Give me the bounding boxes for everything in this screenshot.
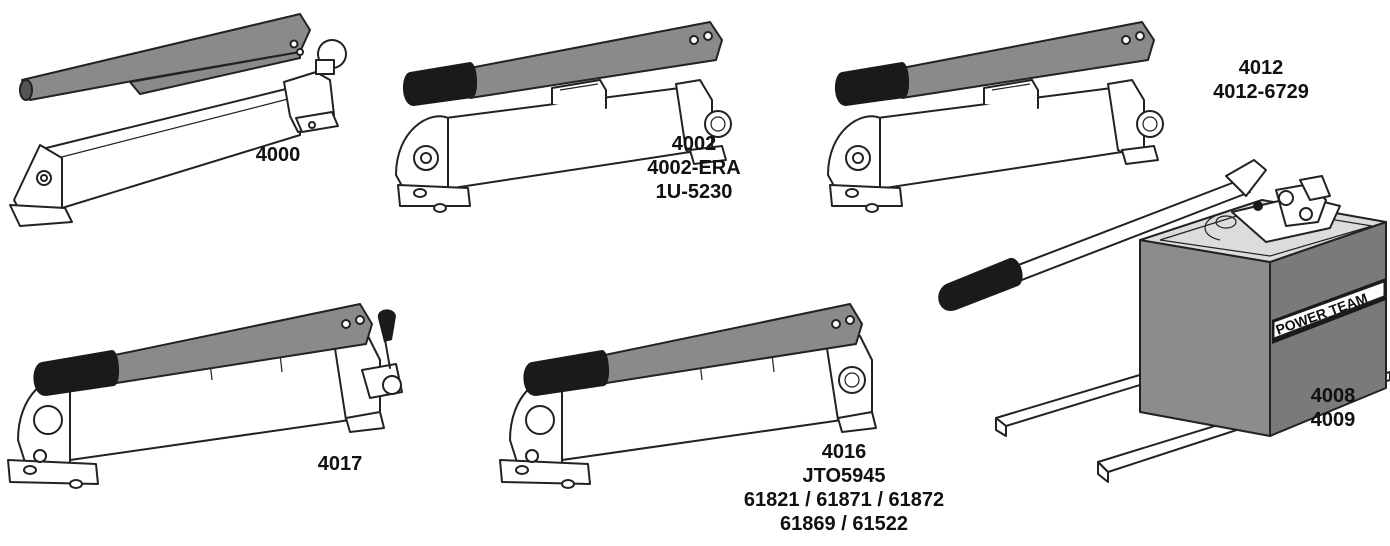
label-line: 4016 [821,441,867,463]
label-line: 61821 / 61871 / 61872 [743,489,945,511]
label-4008: 4008 4009 [1298,384,1368,432]
label-line: 4008 [1310,385,1356,407]
pump-4000-drawing [9,13,347,227]
label-4000: 4000 [238,143,318,167]
label-4016: 4016 JTO5945 61821 / 61871 / 61872 61869… [734,440,954,536]
label-line: 4002 [671,133,717,155]
label-line: 4012 [1238,57,1284,79]
pump-4008-drawing: POWER TEAM [938,159,1390,483]
label-line: 4002-ERA [647,157,741,179]
label-line: JTO5945 [802,465,886,487]
label-line: 1U-5230 [655,181,733,203]
label-line: 4012-6729 [1213,81,1309,103]
pump-4017-drawing [7,303,403,489]
label-4017: 4017 [300,452,380,476]
label-line: 4009 [1310,409,1356,431]
label-4002: 4002 4002-ERA 1U-5230 [624,132,764,204]
label-line: 4017 [317,453,363,475]
label-line: 4000 [255,144,301,166]
label-line: 61869 / 61522 [780,513,908,535]
pump-4002-drawing [395,21,732,213]
label-4012: 4012 4012-6729 [1196,56,1326,104]
pump-4012-drawing [827,21,1164,213]
pump-4016-drawing [499,303,877,489]
